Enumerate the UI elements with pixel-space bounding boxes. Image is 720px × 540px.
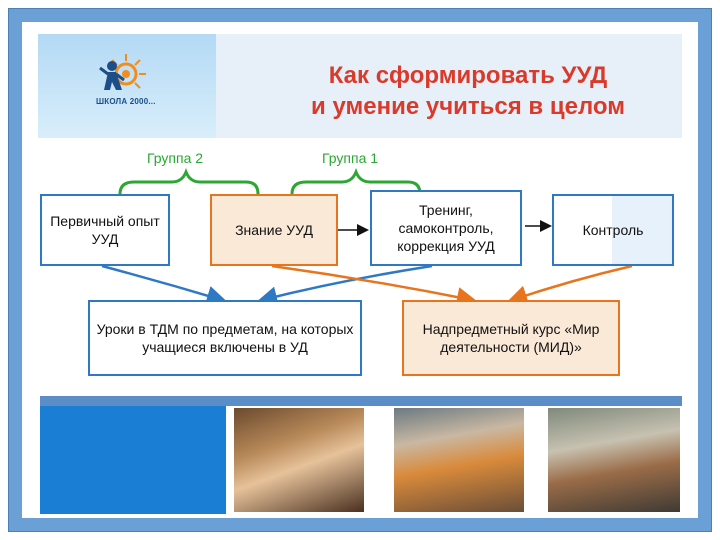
arrow-training-to-lessons [257,264,433,307]
box-lessons: Уроки в ТДМ по предметам, на которых уча… [88,300,362,376]
students-at-desks-photo [546,406,682,514]
box-lessons-text: Уроки в ТДМ по предметам, на которых уча… [96,321,354,355]
group-2-brace [118,167,260,195]
arrow-primary-to-lessons [101,264,227,306]
box-primary-experience: Первичный опыт УУД [40,194,170,266]
slide: ШКОЛА 2000... Как сформировать УУД и уме… [22,22,698,518]
school-2000-logo: ШКОЛА 2000... [38,34,216,138]
arrow-control-to-course [507,264,633,305]
box-primary-experience-text: Первичный опыт УУД [50,213,160,247]
box-course: Надпредметный курс «Мир деятельности (МИ… [402,300,620,376]
sun-icon [99,54,146,90]
diagram-connectors [101,167,633,307]
child-figure-icon [99,61,125,90]
box-knowledge: Знание УУД [210,194,338,266]
title-line-1: Как сформировать УУД [328,62,608,89]
box-control-text: Контроль [582,222,644,238]
teacher-with-students-photo [232,406,366,514]
box-knowledge-text: Знание УУД [235,222,313,238]
classroom-photo [392,406,526,514]
box-control: Контроль [552,194,674,266]
photo-strip [40,396,682,406]
group-1-label: Группа 1 [322,150,379,166]
group-1-brace [290,167,422,195]
logo-text: ШКОЛА 2000... [96,97,156,106]
title-line-2: и умение учиться в целом [311,93,625,120]
box-training-text: Тренинг, самоконтроль, коррекция УУД [397,202,495,254]
box-course-text: Надпредметный курс «Мир деятельности (МИ… [422,321,600,355]
title-bar: ШКОЛА 2000... Как сформировать УУД и уме… [38,34,682,138]
group-2-label: Группа 2 [147,150,204,166]
arrow-knowledge-to-course [271,264,477,307]
photo-panel-blue [40,406,226,514]
box-training: Тренинг, самоконтроль, коррекция УУД [370,190,522,266]
slide-title: Как сформировать УУД и умение учиться в … [268,60,668,122]
